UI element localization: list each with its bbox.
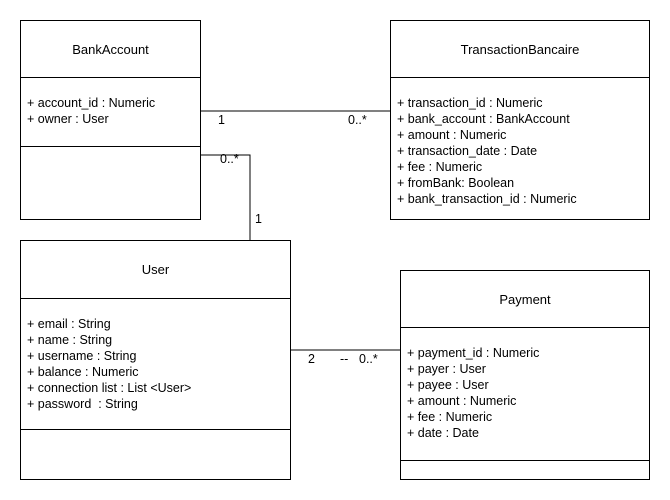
attribute: + payee : User [407,378,489,392]
association-separator: -- [340,352,349,366]
multiplicity-label: 1 [218,113,225,127]
attribute: + fee : Numeric [397,160,483,174]
class-transactionbancaire[interactable]: TransactionBancaire + transaction_id : N… [390,20,650,220]
multiplicity-label: 2 [308,352,315,366]
multiplicity-label: 0..* [359,352,378,366]
multiplicity-label: 1 [255,212,262,226]
class-name: BankAccount [21,21,200,78]
attribute: + fromBank: Boolean [397,176,515,190]
class-name: Payment [401,271,649,328]
attribute: + account_id : Numeric [27,96,156,110]
attribute: + payer : User [407,362,486,376]
assoc-bankaccount-user [200,154,251,240]
attribute: + transaction_date : Date [397,144,538,158]
attribute: + amount : Numeric [397,128,507,142]
multiplicity-label: 0..* [220,152,239,166]
multiplicity-label: 0..* [348,113,367,127]
attribute: + balance : Numeric [27,365,139,379]
attribute: + name : String [27,333,113,347]
attribute: + email : String [27,317,111,331]
class-user[interactable]: User + email : String + name : String + … [20,240,291,480]
attribute: + payment_id : Numeric [407,346,540,360]
attribute: + fee : Numeric [407,410,493,424]
attribute: + transaction_id : Numeric [397,96,543,110]
attribute: + bank_transaction_id : Numeric [397,192,577,206]
attribute-compartment: + email : String + name : String + usern… [21,298,290,430]
attribute: + owner : User [27,112,109,126]
class-bankaccount[interactable]: BankAccount + account_id : Numeric + own… [20,20,201,220]
attribute-compartment: + payment_id : Numeric + payer : User + … [401,327,649,461]
class-name: User [21,241,290,299]
attribute: + amount : Numeric [407,394,517,408]
attribute: + date : Date [407,426,479,440]
attribute: + password : String [27,397,138,411]
class-payment[interactable]: Payment + payment_id : Numeric + payer :… [400,270,650,480]
attribute: + connection list : List <User> [27,381,192,395]
attribute-compartment: + account_id : Numeric + owner : User [21,77,200,147]
attribute: + username : String [27,349,137,363]
class-name: TransactionBancaire [391,21,649,78]
attribute: + bank_account : BankAccount [397,112,570,126]
